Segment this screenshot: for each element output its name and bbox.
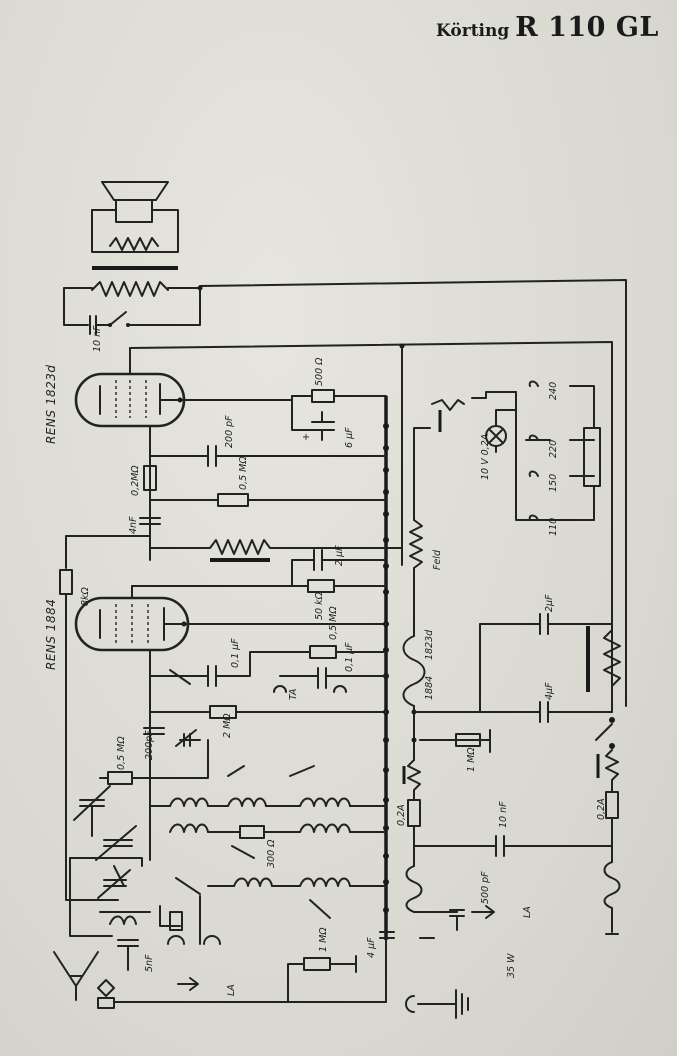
- tube-label-rens-1884: RENS 1884: [44, 599, 58, 670]
- tube-label-rens-1823d: RENS 1823d: [44, 365, 58, 444]
- label-c-200pf-a: 200 pF: [224, 415, 235, 448]
- antenna-jack-1: [167, 935, 185, 945]
- label-fuse-02a-a: 0,2A: [396, 804, 407, 826]
- label-choke-1823d: 1823d: [424, 629, 435, 660]
- antenna-jack-2: [203, 935, 221, 945]
- label-v150: 150: [548, 474, 559, 492]
- label-v110: 110: [548, 518, 559, 536]
- label-power: 35 W: [506, 953, 517, 978]
- label-c-10nf-b: 10 nF: [498, 801, 509, 828]
- output-transformer: [63, 279, 627, 707]
- label-c-500pf: 500 pF: [480, 871, 491, 904]
- label-feld: Feld: [432, 549, 443, 570]
- label-r-1m-b: 1 MΩ: [466, 747, 477, 772]
- label-c-2uf-b: 2μF: [544, 594, 555, 612]
- label-r-1m-a: 1 MΩ: [318, 927, 329, 952]
- label-plus: +: [302, 432, 310, 443]
- label-la-a: LA: [226, 984, 237, 996]
- loudspeaker-icon: [91, 181, 179, 270]
- label-c-200pf-b: 200pF: [144, 730, 155, 760]
- voltage-selector: 10 V 0,2A 240 220 150 110: [431, 380, 601, 536]
- label-r-2m: 2 MΩ: [222, 713, 233, 738]
- label-r-05m-c: 0,5 MΩ: [116, 736, 127, 770]
- label-c-10nf-top: 10 nF: [92, 325, 103, 352]
- tone-capacitor-switch: 10 nF: [89, 311, 130, 352]
- label-c-2uf-a: 2 μF: [334, 545, 345, 566]
- label-v240: 240: [548, 382, 559, 400]
- label-c-01uf-a: 0,1 μF: [230, 638, 241, 668]
- label-v220: 220: [548, 440, 559, 458]
- label-c-4uf-a: 4 μF: [366, 937, 377, 958]
- label-c-6uf: 6 μF: [344, 427, 355, 448]
- ta-jack-1: [273, 685, 287, 693]
- label-c-4nf: 4nF: [128, 516, 139, 534]
- label-r-300: 300 Ω: [266, 839, 277, 868]
- label-c-5nf: 5nF: [144, 954, 155, 972]
- power-transformer: [586, 626, 621, 692]
- label-c-01uf-b: 0,1 μF: [344, 642, 355, 672]
- model-name: R 110 GL: [515, 12, 659, 43]
- label-choke-1884: 1884: [424, 676, 435, 700]
- label-r-05m-a: 0,5 MΩ: [238, 456, 249, 490]
- label-r-50k: 50 kΩ: [314, 591, 325, 620]
- label-r-500: 500 Ω: [314, 357, 325, 386]
- label-r-02m: 0,2MΩ: [130, 465, 141, 496]
- field-coil: Feld: [409, 410, 443, 637]
- ta-jack-2: [333, 685, 347, 693]
- label-la-b: LA: [522, 906, 533, 918]
- antenna-icon: [53, 951, 387, 1009]
- ground-icon: [405, 989, 469, 1019]
- label-fuse-02a-b: 0,2A: [596, 798, 607, 820]
- label-c-4uf-b: 4μF: [544, 682, 555, 700]
- label-r-8k: 8kΩ: [80, 586, 91, 606]
- brand-name: Körting: [436, 21, 510, 41]
- label-r-05m-b: 0,5 MΩ: [328, 606, 339, 640]
- label-lamp: 10 V 0,2A: [480, 434, 491, 480]
- label-ta: TA: [288, 689, 299, 700]
